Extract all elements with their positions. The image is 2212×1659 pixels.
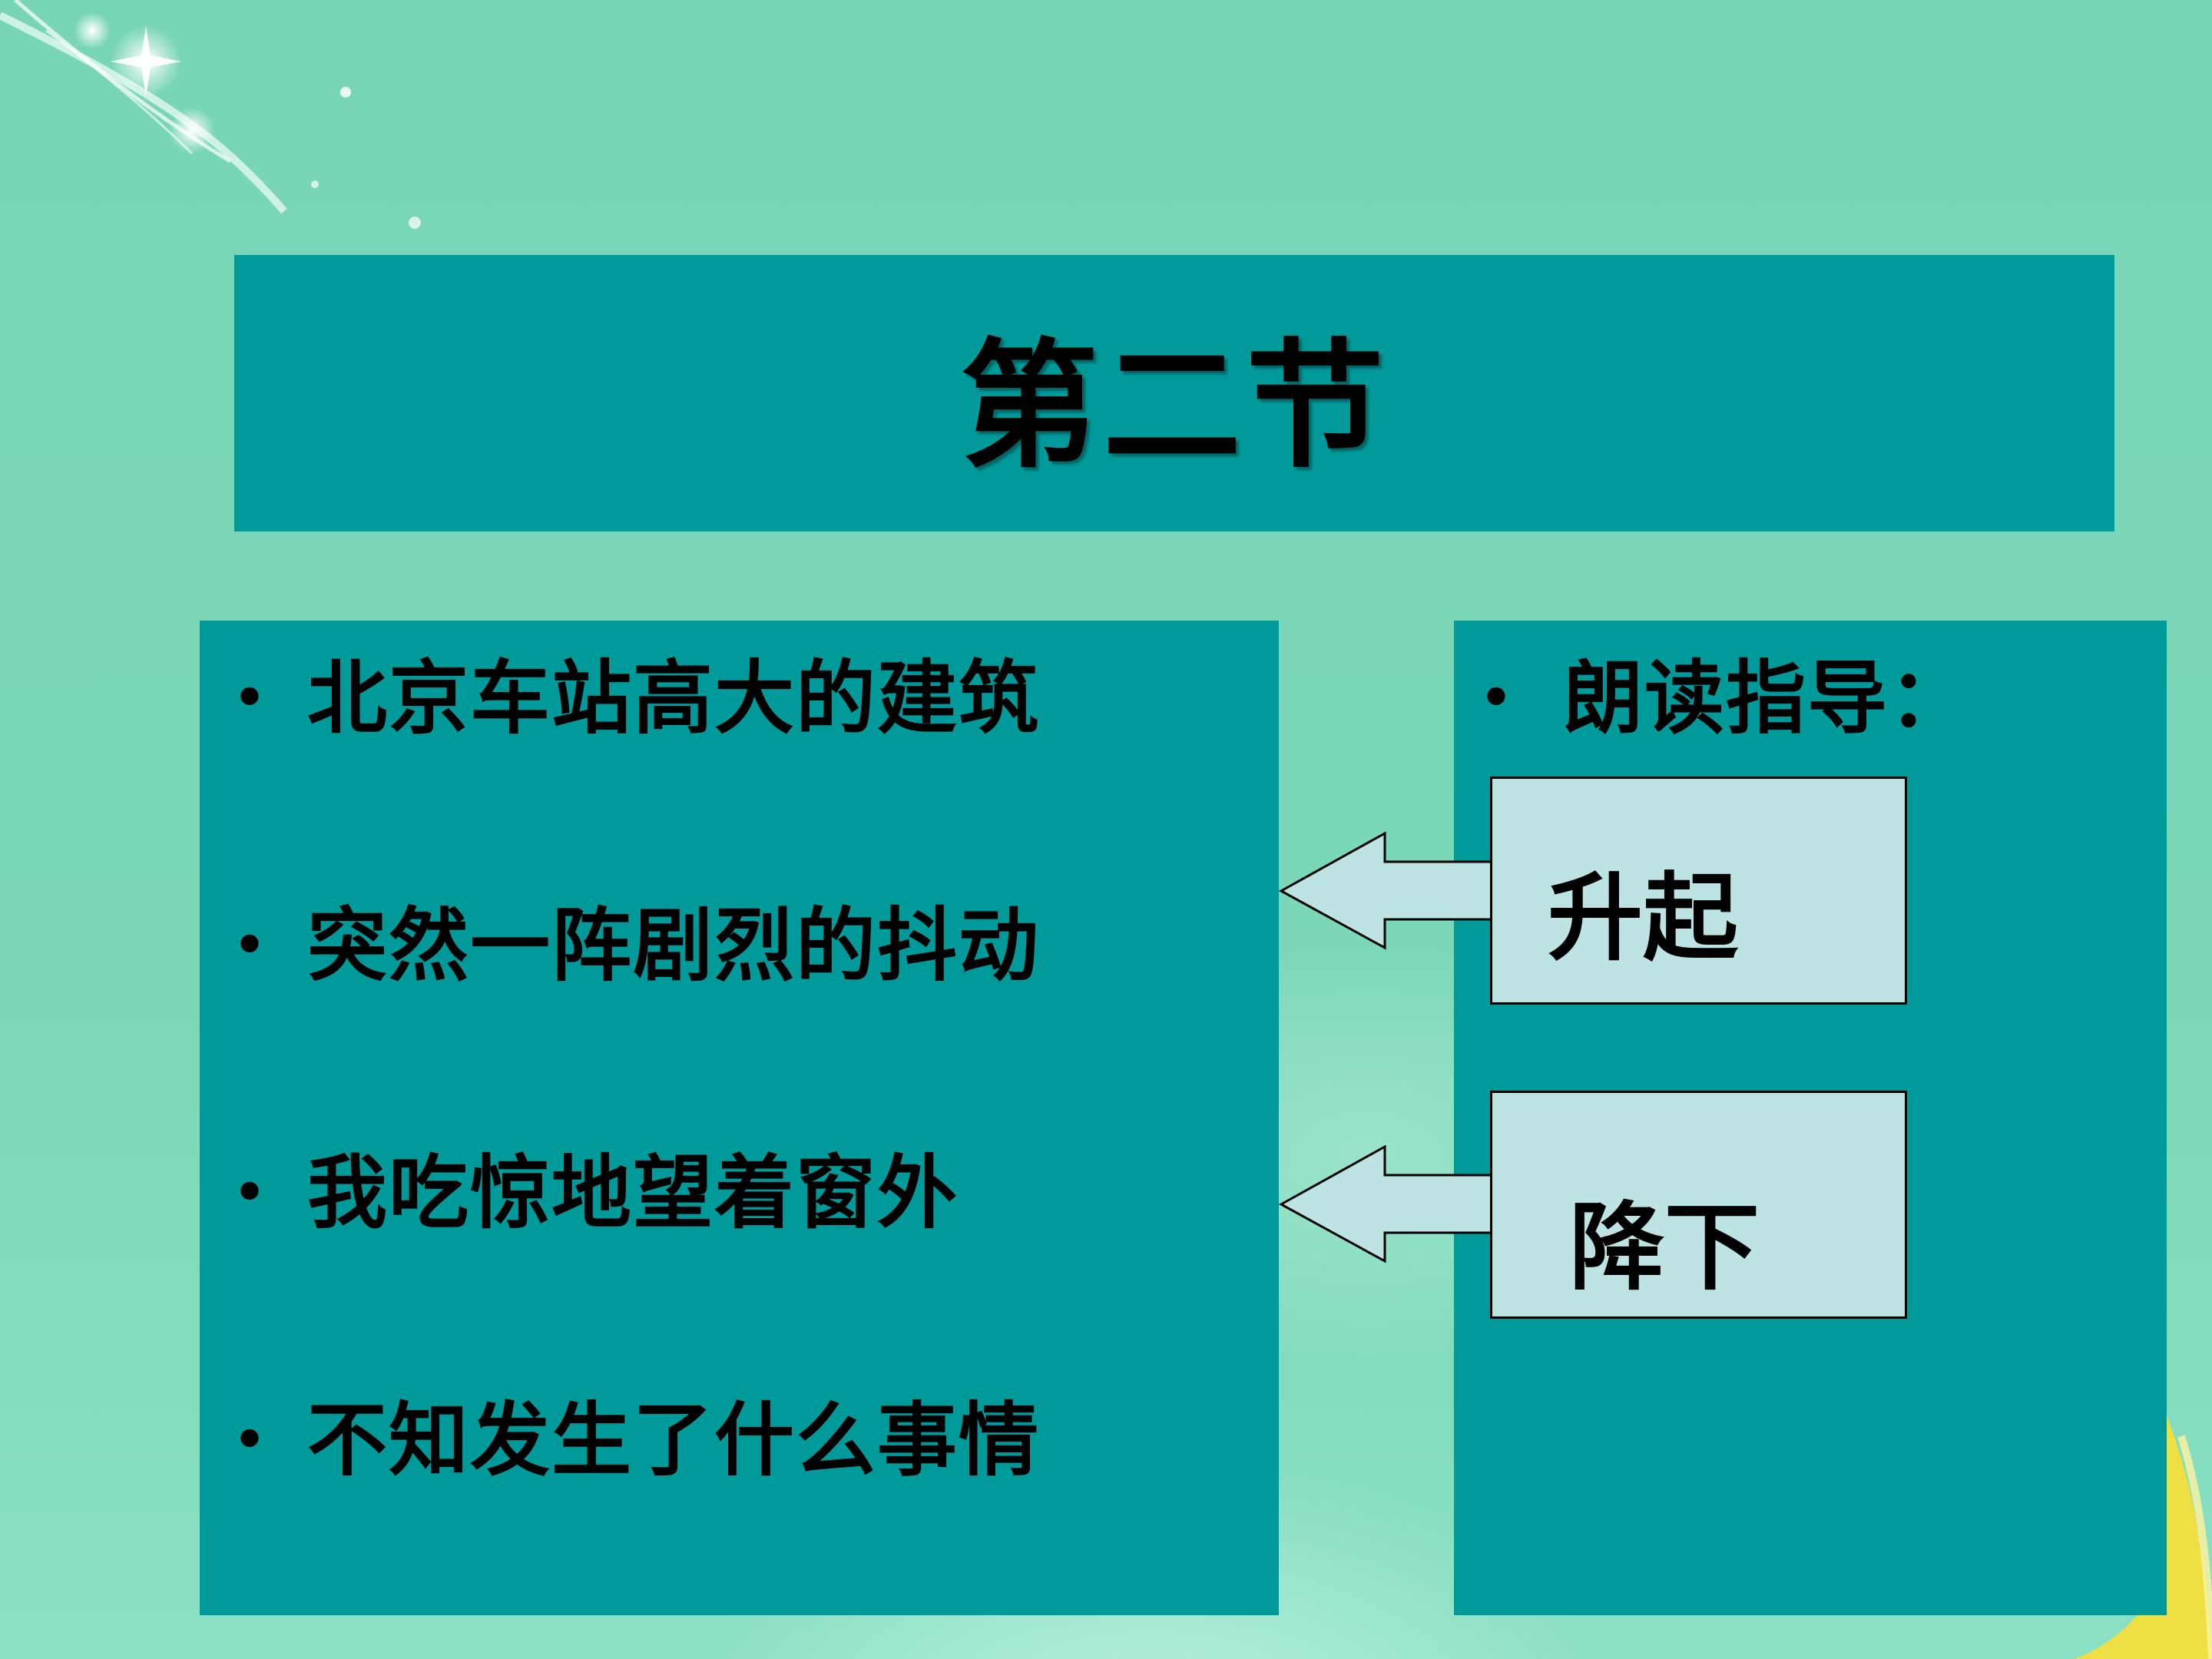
rise-label: 升起 bbox=[1548, 863, 1739, 974]
arrow-left-icon bbox=[1278, 1144, 1495, 1263]
bullet-text: 我吃惊地望着窗外 bbox=[307, 1146, 959, 1240]
sparkle-decoration bbox=[0, 0, 421, 229]
bullet-icon: • bbox=[231, 662, 268, 733]
arrow-left-icon bbox=[1278, 831, 1495, 950]
bullet-icon: • bbox=[1478, 662, 1515, 733]
bullet-icon: • bbox=[231, 1404, 268, 1475]
content-panel: • 北京车站高大的建筑 • 突然一阵剧烈的抖动 • 我吃惊地望着窗外 • 不知发… bbox=[200, 621, 1279, 1615]
bullet-icon: • bbox=[231, 1157, 268, 1228]
bullet-text: 北京车站高大的建筑 bbox=[307, 651, 1041, 745]
bullet-text: 突然一阵剧烈的抖动 bbox=[307, 899, 1041, 992]
rise-callout: 升起 bbox=[1490, 777, 1907, 1005]
yellow-corner-decoration bbox=[2074, 1413, 2212, 1659]
bullet-icon: • bbox=[231, 909, 268, 981]
guide-heading-text: 朗读指导： bbox=[1563, 651, 1971, 745]
title-banner: 第二节 bbox=[234, 255, 2114, 531]
fall-label: 降下 bbox=[1569, 1192, 1760, 1303]
slide-title: 第二节 bbox=[959, 324, 1389, 487]
fall-callout: 降下 bbox=[1490, 1091, 1907, 1319]
bullet-text: 不知发生了什么事情 bbox=[307, 1393, 1041, 1487]
